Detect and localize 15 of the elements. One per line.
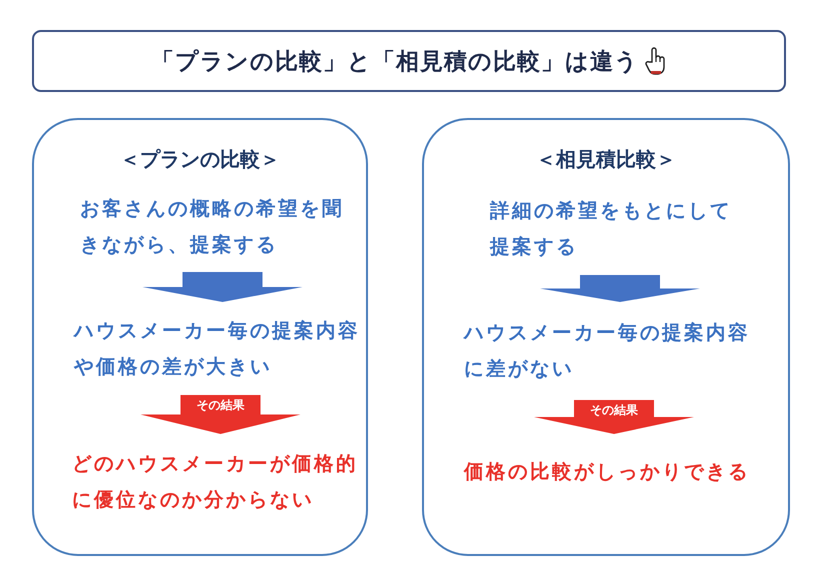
statement-text: どのハウスメーカーが価格的に優位なのか分からない bbox=[72, 451, 359, 513]
title-box bbox=[32, 30, 786, 92]
statement-text: ハウスメーカー毎の提案内容や価格の差が大きい bbox=[74, 318, 361, 380]
edge-label: その結果 bbox=[194, 397, 246, 413]
block-arrow bbox=[540, 275, 700, 302]
edge-label: その結果 bbox=[588, 402, 640, 418]
panel-heading: ＜プランの比較＞ bbox=[119, 146, 281, 173]
statement-text: お客さんの概略の希望を聞きながら、提案する bbox=[80, 196, 345, 258]
panel bbox=[422, 118, 790, 556]
statement-text: 価格の比較がしっかりできる bbox=[464, 458, 750, 484]
block-arrow bbox=[142, 272, 302, 302]
panel-heading: ＜相見積比較＞ bbox=[535, 146, 677, 173]
title-text: 「プランの比較」と「相見積の比較」は違う bbox=[151, 48, 639, 76]
statement-text: 詳細の希望をもとにして提案する bbox=[490, 198, 733, 260]
statement-text: ハウスメーカー毎の提案内容に差がない bbox=[464, 320, 751, 382]
